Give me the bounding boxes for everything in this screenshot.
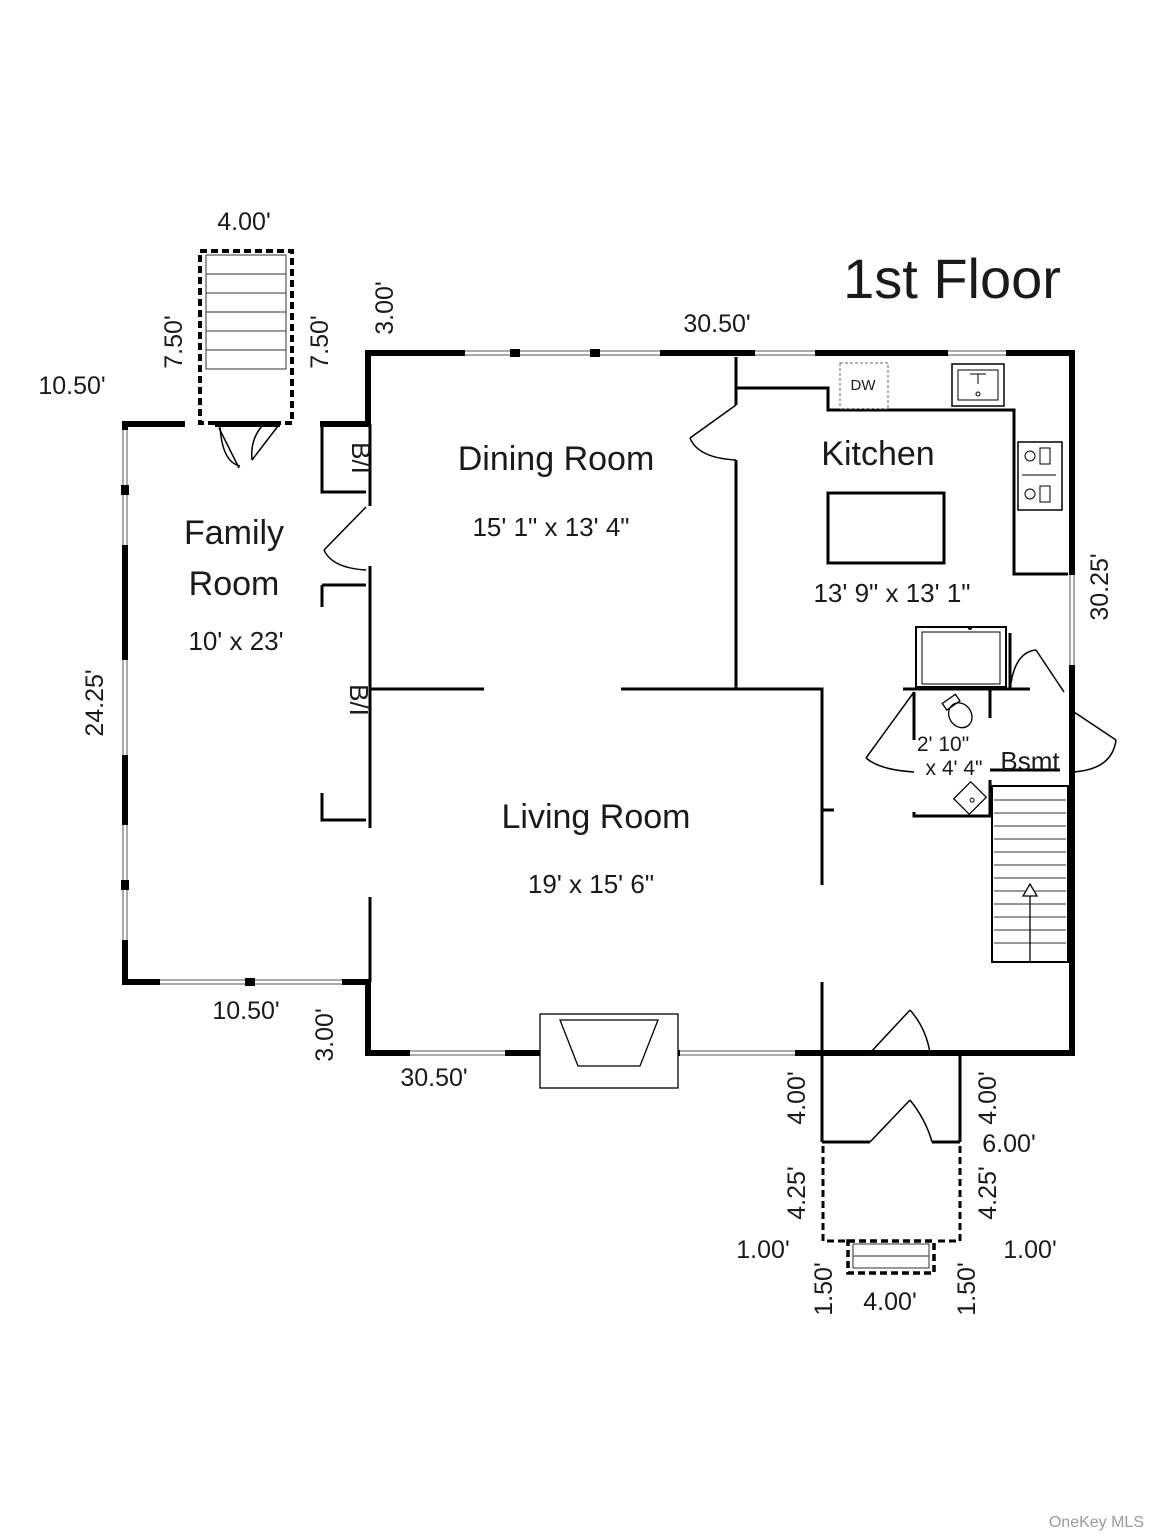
kitchen-fixtures: [826, 362, 1063, 565]
dim-rear-stair-left: 7.50': [160, 315, 188, 368]
dim-vestibule-right: 4.00': [974, 1071, 1002, 1124]
front-stoop: [821, 1146, 962, 1243]
dim-rear-jog: 3.00': [371, 281, 399, 334]
up-arrow-icon: [1021, 882, 1039, 962]
dim-rear-stair-width: 4.00': [217, 208, 270, 236]
dim-bottom-width: 30.50': [400, 1064, 467, 1092]
front-step: [846, 1239, 936, 1275]
refrigerator: [915, 626, 1007, 688]
dim-step-right-depth: 1.50': [953, 1262, 981, 1315]
dim-left-height: 24.25': [81, 669, 109, 736]
dim-step-right-offset: 1.00': [1003, 1236, 1056, 1264]
kitchen-sink: [951, 363, 1005, 407]
dim-stoop-right: 4.25': [974, 1166, 1002, 1219]
dim-vestibule-width: 6.00': [982, 1130, 1035, 1158]
bath-size: 2' 10": [917, 733, 969, 756]
dim-family-bottom: 10.50': [212, 997, 279, 1025]
toilet: [941, 693, 973, 729]
family-room-size: 10' x 23': [188, 626, 283, 656]
dim-stoop-left: 4.25': [783, 1166, 811, 1219]
basement-stair: [991, 785, 1069, 963]
watermark: OneKey MLS: [1048, 1514, 1144, 1531]
dishwasher-label: DW: [851, 377, 877, 394]
dim-step-width: 4.00': [863, 1288, 916, 1316]
kitchen-label: Kitchen: [821, 435, 934, 473]
floor-title: 1st Floor: [843, 247, 1061, 310]
fireplace: [539, 1013, 679, 1089]
dim-vestibule-left: 4.00': [783, 1071, 811, 1124]
builtin-upper-label: B/I: [346, 442, 376, 474]
basement-label: Bsmt: [1000, 746, 1060, 776]
rear-stair: [198, 249, 294, 425]
dim-right-height: 30.25': [1086, 553, 1114, 620]
bath-fixtures: [915, 626, 1007, 816]
interior-walls: [320, 357, 1068, 1144]
range-stove: [1017, 441, 1063, 511]
living-room-size: 19' x 15' 6": [528, 869, 654, 899]
door-swings: [218, 404, 1117, 1143]
kitchen-island: [826, 491, 946, 565]
living-room-label: Living Room: [502, 798, 691, 836]
dim-rear-stair-right: 7.50': [306, 315, 334, 368]
dining-room-size: 15' 1" x 13' 4": [472, 512, 629, 542]
kitchen-size: 13' 9" x 13' 1": [813, 578, 970, 608]
dim-family-top: 10.50': [38, 372, 105, 400]
dining-room-label: Dining Room: [458, 440, 655, 478]
family-room-label: Family: [184, 514, 284, 552]
family-room-label-2: Room: [189, 565, 280, 603]
dim-step-left-depth: 1.50': [810, 1262, 838, 1315]
dim-front-jog: 3.00': [311, 1008, 339, 1061]
builtin-lower-label: B/I: [344, 684, 374, 716]
bath-sink: [952, 780, 988, 816]
dim-step-left-offset: 1.00': [736, 1236, 789, 1264]
bath-size-2: x 4' 4": [926, 757, 983, 780]
dishwasher: [839, 362, 889, 410]
dim-top-width: 30.50': [683, 310, 750, 338]
